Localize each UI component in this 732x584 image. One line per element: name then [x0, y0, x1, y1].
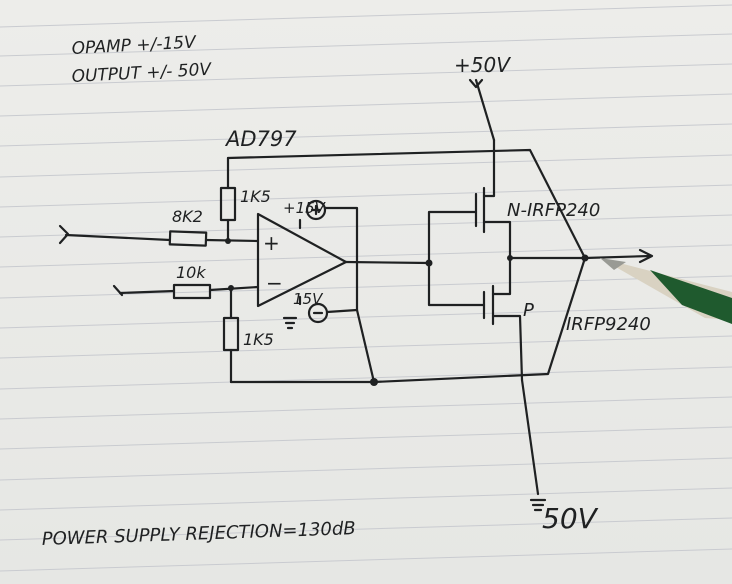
noninverting-input-wire — [204, 238, 260, 243]
opamp-plus-sign: + — [263, 231, 280, 255]
opamp-output-wire — [344, 260, 431, 265]
resistor-8k2 — [168, 230, 208, 247]
p-fet-source-wire — [491, 256, 512, 296]
p-fet-drain-wire — [491, 314, 524, 382]
n-fet-source-wire — [482, 220, 512, 260]
feedback-wire-top — [226, 148, 587, 260]
ground-symbol-icon — [282, 316, 298, 330]
n-fet-drain-wire — [482, 138, 496, 198]
neg-rail-label: 50V — [542, 502, 599, 535]
resistor-8k2-label: 8K2 — [172, 207, 203, 226]
n-gate-wire — [427, 210, 478, 265]
feedback-wire-bottom — [229, 256, 587, 384]
resistor-1k5-top — [219, 186, 237, 222]
note-output-swing: OUTPUT +/- 50V — [71, 60, 213, 87]
p-gate-wire — [427, 261, 486, 307]
resistor-1k5-bottom — [222, 316, 240, 352]
node-noninverting — [225, 238, 231, 244]
resistor-1k5-bottom-label: 1K5 — [243, 330, 274, 349]
pen-grip — [650, 270, 732, 324]
resistor-1k5-top-label: 1K5 — [240, 187, 271, 206]
input-wire — [64, 233, 172, 242]
pos-supply-source-icon — [305, 199, 327, 221]
supply-ground-wire — [355, 308, 376, 384]
reference-wire — [118, 289, 176, 295]
pen-icon — [600, 258, 732, 324]
resistor-10k — [172, 283, 212, 300]
p-fet-letter: P — [523, 300, 534, 321]
note-opamp-supply: OPAMP +/-15V — [71, 32, 197, 59]
neg-rail-ground-icon — [529, 498, 547, 512]
pos-rail-arrow-icon — [468, 78, 484, 89]
node-inverting — [228, 285, 234, 291]
inverting-input-wire — [208, 285, 260, 292]
pos-supply-return-wire — [323, 206, 359, 312]
ruled-lines — [0, 4, 732, 572]
node-ground-return — [370, 378, 378, 386]
neg-supply-label: 15V — [293, 290, 324, 308]
opamp-name-label: AD797 — [224, 127, 297, 151]
pos-rail-wire — [474, 78, 496, 142]
pos-supply-plus-icon — [310, 204, 322, 216]
resistor-10k-label: 10k — [176, 263, 206, 282]
note-psrr: POWER SUPPLY REJECTION=130dB — [41, 518, 356, 550]
pos-rail-label: +50V — [454, 53, 511, 77]
n-fet-label: N-IRFP240 — [507, 200, 600, 221]
opamp-triangle — [256, 212, 348, 308]
neg-supply-wire — [325, 308, 359, 314]
output-arrow-icon — [583, 248, 654, 264]
neg-rail-wire — [520, 378, 540, 496]
p-fet-label: IRFP9240 — [566, 314, 651, 335]
opamp-minus-sign: − — [266, 271, 283, 295]
pen-tip — [600, 258, 626, 270]
